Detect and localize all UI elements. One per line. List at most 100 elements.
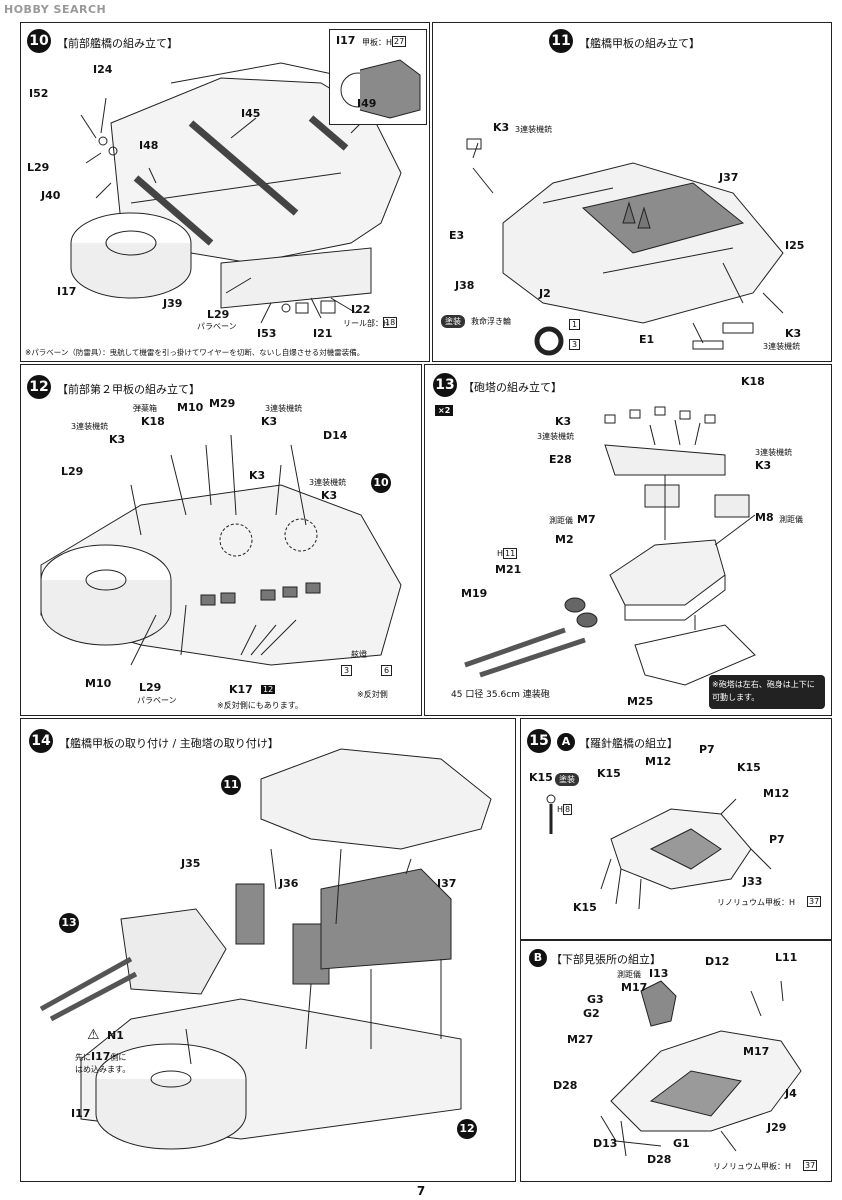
- label-M10b: M10: [85, 677, 112, 690]
- label-L29: L29: [61, 465, 84, 478]
- label-E3: E3: [449, 229, 465, 242]
- triple-mg-label: 3連装機銃: [515, 125, 553, 134]
- step10-panel: 10 【前部艦橋の組み立て】 I17 甲板：H 27 I52 I24 L29 J…: [20, 22, 430, 362]
- label-I22: I22: [351, 303, 371, 316]
- warning-icon: ⚠: [87, 1027, 100, 1043]
- ref-step13: 13: [59, 913, 79, 933]
- label-M10: M10: [177, 401, 204, 414]
- label-L11: L11: [775, 951, 798, 964]
- inset-h-ref: 27: [392, 36, 407, 47]
- label-K3: K3: [555, 415, 572, 428]
- label-K3-b: K3: [261, 415, 278, 428]
- step15a-drawing: [546, 794, 772, 910]
- label-I25: I25: [785, 239, 805, 252]
- step15b-drawing: [600, 980, 802, 1157]
- note-both-sides: ※反対側にもあります。: [217, 701, 303, 710]
- step14-number: 14: [29, 729, 53, 753]
- step14-drawing: [39, 748, 492, 1150]
- inset-deck-label: 甲板：H: [362, 38, 393, 47]
- label-K15b: K15: [597, 767, 621, 780]
- triple-mg-13a: 3連装機銃: [537, 432, 575, 441]
- label-J38: J38: [455, 279, 475, 292]
- label-I24: I24: [93, 63, 113, 76]
- step11-drawing: [466, 138, 784, 350]
- step15-sub-a: A: [557, 733, 575, 751]
- step13-drawing: [464, 406, 756, 686]
- h8-num: 8: [563, 804, 573, 815]
- label-I52: I52: [29, 87, 49, 100]
- label-I37: I37: [437, 877, 457, 890]
- paravane-label: パラベーン: [197, 322, 237, 331]
- label-M12: M12: [645, 755, 672, 768]
- triple-mg-a: 3連装機銃: [71, 422, 109, 431]
- label-I48: I48: [139, 139, 159, 152]
- paint-badge: 塗装: [441, 315, 465, 328]
- label-M8: M8: [755, 511, 774, 524]
- linoleum-label-b: リノリュウム甲板：H: [713, 1162, 792, 1171]
- label-D12: D12: [705, 955, 730, 968]
- label-G2: G2: [583, 1007, 600, 1020]
- step12-number: 12: [27, 375, 51, 399]
- lifebuoy-label: 救命浮き輪: [471, 317, 511, 326]
- insert-note: 先にI17側に はめ込みます。: [75, 1051, 130, 1076]
- insert-note-2: はめ込みます。: [75, 1065, 131, 1074]
- label-M17b: M17: [743, 1045, 770, 1058]
- label-J40: J40: [41, 189, 61, 202]
- label-K3-d: K3: [321, 489, 338, 502]
- label-M19: M19: [461, 587, 488, 600]
- label-J35: J35: [181, 857, 201, 870]
- label-K15c: K15: [737, 761, 761, 774]
- label-I49: I49: [357, 97, 377, 110]
- reel-label: リール部：H: [343, 319, 390, 328]
- insert-note-part: I17: [91, 1050, 111, 1063]
- label-D14: D14: [323, 429, 348, 442]
- step10-title: 【前部艦橋の組み立て】: [57, 37, 178, 50]
- label-K3-a: K3: [109, 433, 126, 446]
- movable-note: ※砲塔は左右、砲身は上下に可動します。: [709, 675, 825, 709]
- label-J39: J39: [163, 297, 183, 310]
- h11-num: 11: [503, 548, 518, 559]
- label-G3: G3: [587, 993, 604, 1006]
- label-I21: I21: [313, 327, 333, 340]
- label-I13: I13: [649, 967, 669, 980]
- label-M2: M2: [555, 533, 574, 546]
- label-J36: J36: [279, 877, 299, 890]
- step15-number: 15: [527, 729, 551, 753]
- step15b-panel: B 【下部見張所の組立】 測距儀 I13 M17 D12 L11 G3 G2 M…: [520, 940, 832, 1182]
- watermark: HOBBY SEARCH: [4, 3, 107, 16]
- label-L29b: L29: [139, 681, 162, 694]
- x12-ref: 12: [261, 685, 276, 694]
- step12-drawing: [40, 434, 402, 666]
- label-J37: J37: [719, 171, 739, 184]
- paravane-note: ※パラベーン（防雷具）：曳航して機雷を引っ掛けてワイヤーを切断、ないし自爆させる…: [25, 348, 365, 357]
- label-I17: I17: [71, 1107, 91, 1120]
- step13-number: 13: [433, 373, 457, 397]
- step11-panel: 11 【艦橋甲板の組み立て】 K3 3連装機銃 E3 J38 J2 J37 I2…: [432, 22, 832, 362]
- step15b-title: 【下部見張所の組立】: [551, 953, 661, 966]
- ammo-label: 弾薬箱: [133, 404, 157, 413]
- label-K3-c: K3: [249, 469, 266, 482]
- x2-badge: ×2: [435, 405, 454, 416]
- label-M29: M29: [209, 397, 236, 410]
- rangefinder-15b: 測距儀: [617, 970, 641, 979]
- step14-title: 【艦橋甲板の取り付け / 主砲塔の取り付け】: [59, 737, 279, 750]
- label-L29b: L29: [207, 308, 230, 321]
- label-K15: K15: [529, 771, 553, 784]
- label-K15d: K15: [573, 901, 597, 914]
- label-I53: I53: [257, 327, 277, 340]
- lifebuoy-icon: [534, 326, 564, 356]
- h1-ref: 1: [569, 319, 581, 330]
- triple-mg-label-b: 3連装機銃: [763, 342, 801, 351]
- label-P7: P7: [699, 743, 715, 756]
- triple-mg-13b: 3連装機銃: [755, 448, 793, 457]
- label-K3b: K3: [755, 459, 772, 472]
- label-D28b: D28: [647, 1153, 672, 1166]
- label-J4: J4: [785, 1087, 797, 1100]
- page-number: 7: [416, 1184, 426, 1198]
- label-M7: M7: [577, 513, 596, 526]
- label-N1: N1: [107, 1029, 124, 1042]
- linoleum-h-b: 37: [803, 1160, 818, 1171]
- step11-title: 【艦橋甲板の組み立て】: [579, 37, 700, 50]
